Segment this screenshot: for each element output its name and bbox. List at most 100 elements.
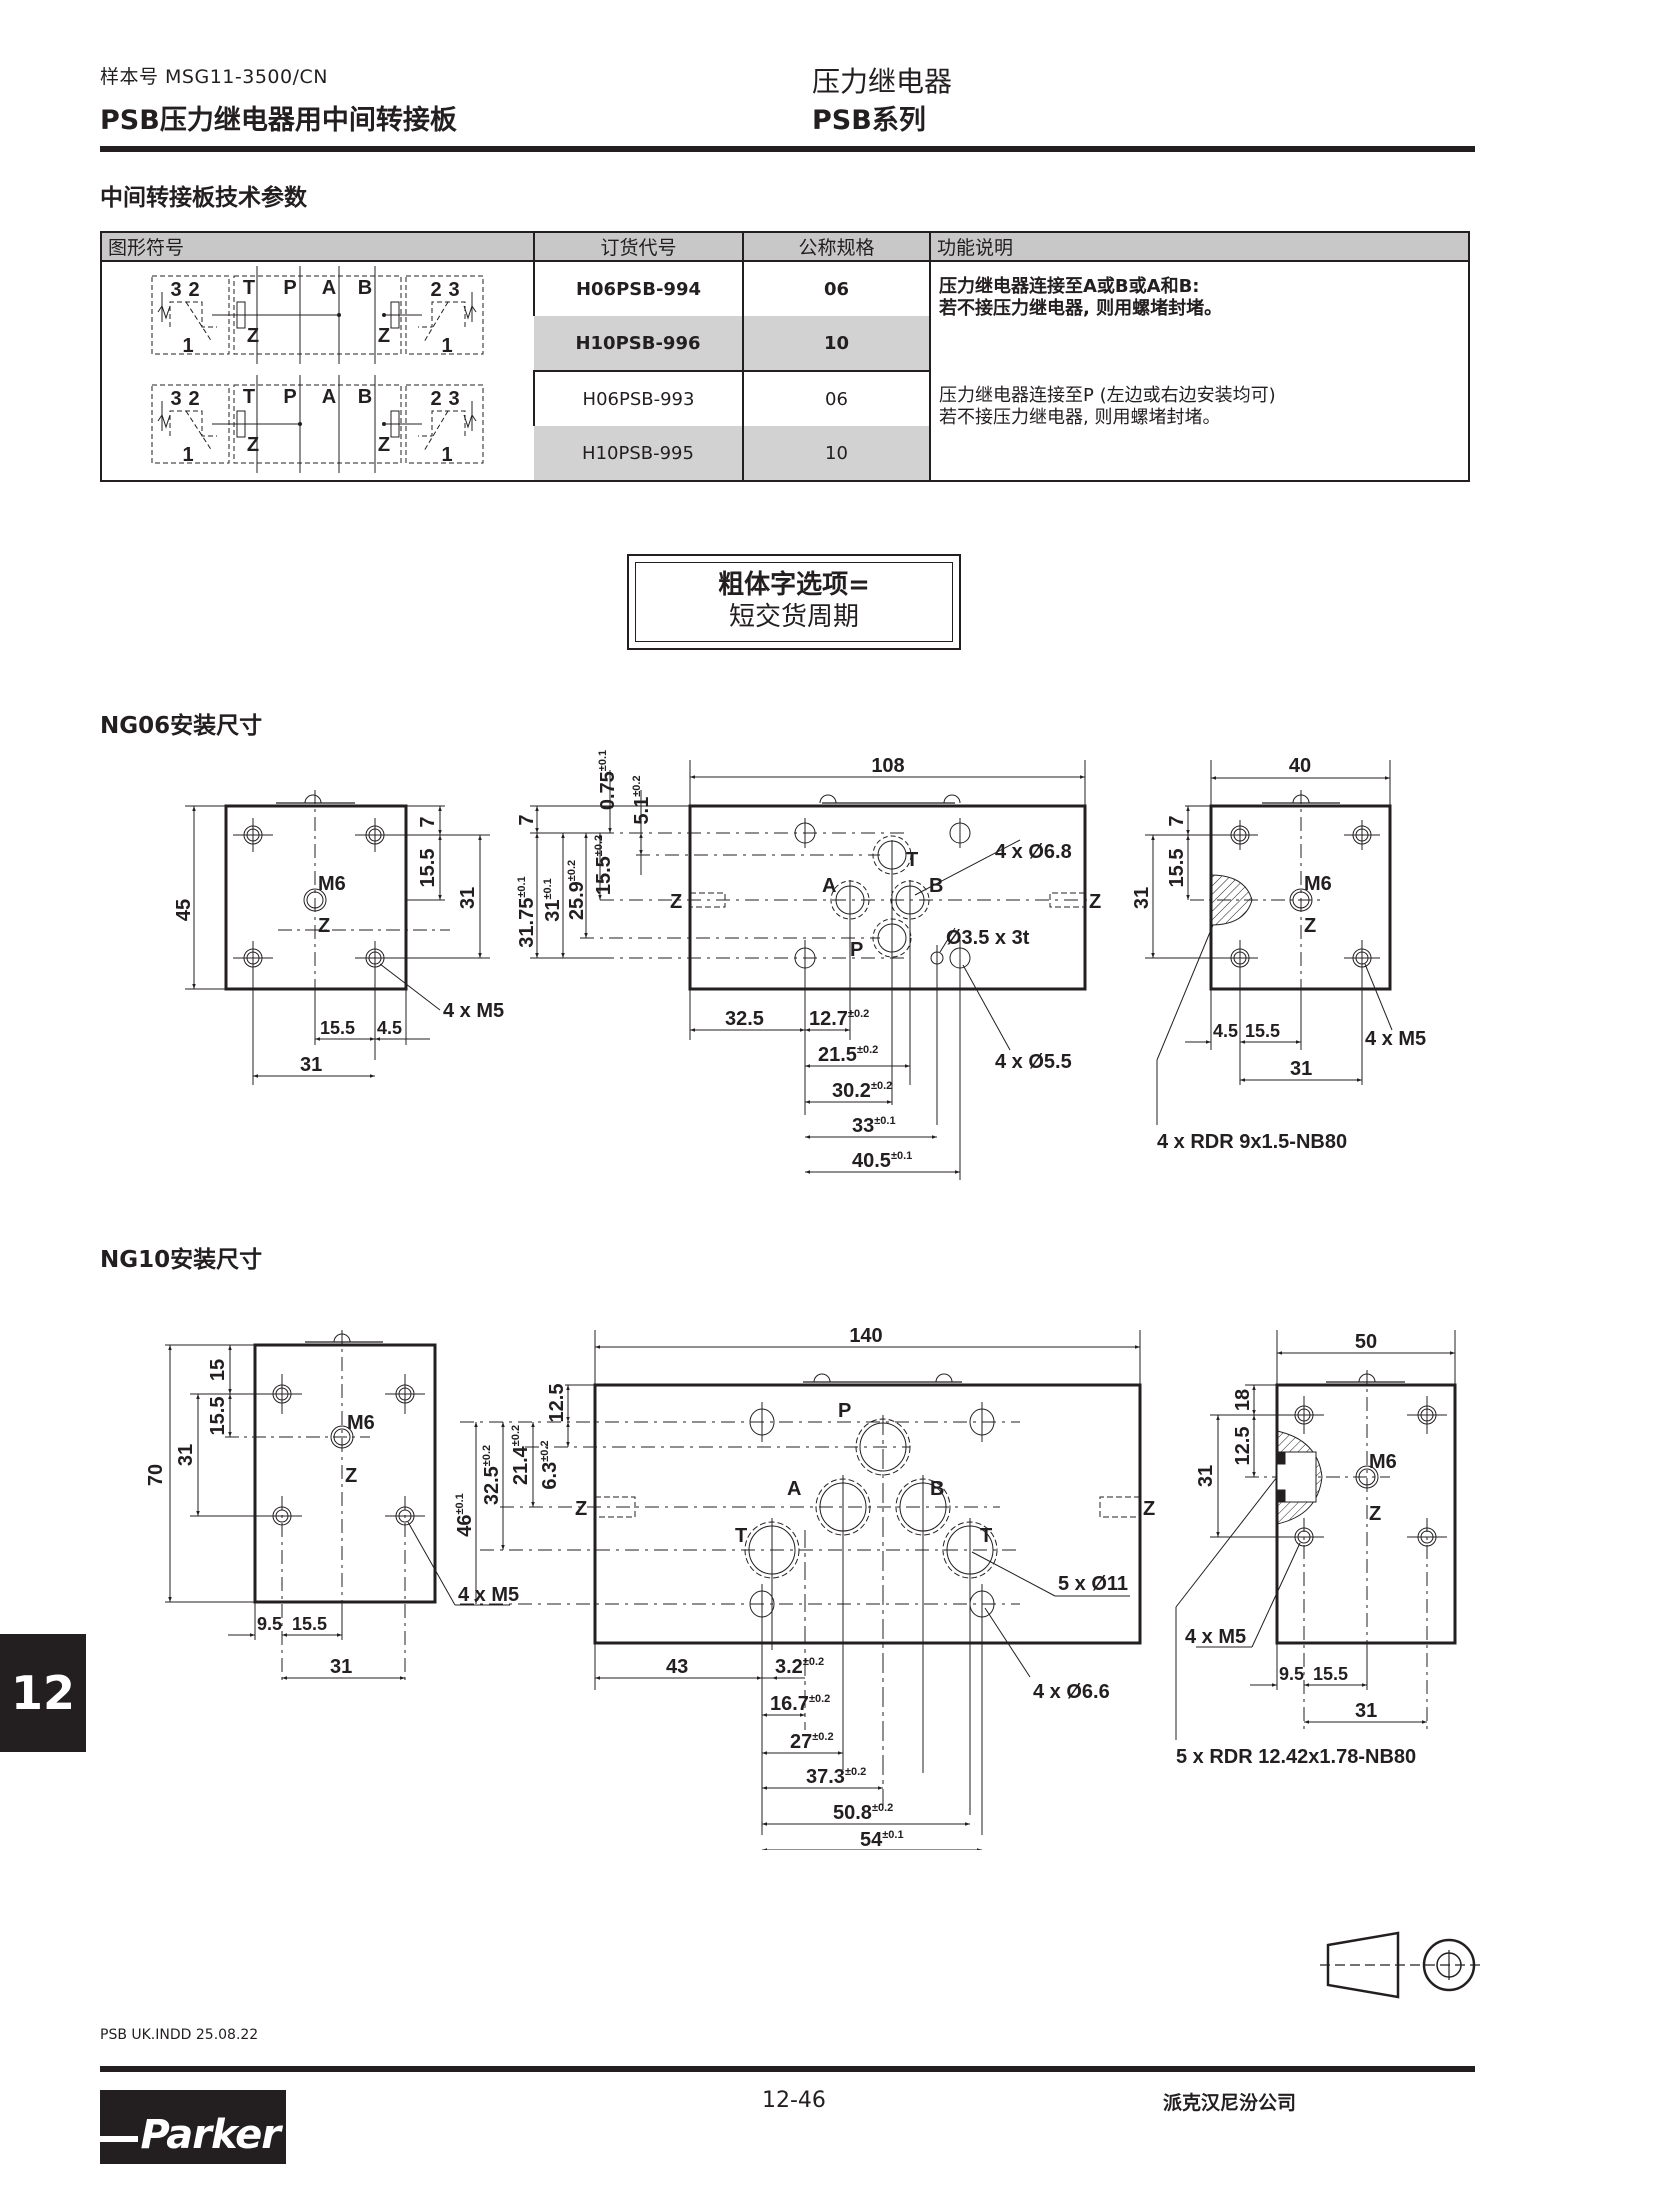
dim-label: 0.75±0.1 xyxy=(597,750,619,810)
hole-callout: 4 x M5 xyxy=(443,1000,504,1022)
port-number: 1 xyxy=(182,444,193,466)
port-number: 1 xyxy=(441,444,452,466)
tolerance: ±0.2 xyxy=(872,1802,893,1814)
dim-label: 12.5 xyxy=(546,1384,568,1423)
ng06-dimension-drawing: 45 7 15.5 31 M6 Z 15.5 4.5 31 4 x M5 108… xyxy=(173,750,1426,1180)
dim-label: 70 xyxy=(145,1464,167,1486)
mounting-hole xyxy=(233,818,273,852)
mounting-hole xyxy=(233,941,273,1010)
hole-callout: 4 x M5 xyxy=(1365,1028,1426,1050)
port-label-z: Z xyxy=(670,891,682,913)
dim-label: 12.7±0.2 xyxy=(809,1008,869,1030)
chapter-tab[interactable]: 12 xyxy=(0,1634,86,1752)
dim-value: 33 xyxy=(852,1115,874,1137)
port-t xyxy=(872,835,912,1080)
port-number: 2 xyxy=(430,279,441,301)
port-label-z: Z xyxy=(247,434,259,456)
dim-label: 18 xyxy=(1232,1389,1254,1411)
description-line: 若不接压力继电器, 则用螺堵封堵。 xyxy=(939,407,1221,428)
description-line: 若不接压力继电器, 则用螺堵封堵。 xyxy=(939,298,1223,319)
dim-label: 4.5 xyxy=(377,1018,402,1038)
tolerance: ±0.2 xyxy=(848,1008,869,1020)
dim-label: 7 xyxy=(516,814,538,825)
thread-label-m6: M6 xyxy=(1369,1451,1397,1473)
tolerance: ±0.2 xyxy=(812,1731,833,1743)
hole-callout: 4 x Ø5.5 xyxy=(995,1051,1072,1073)
dim-label: 40 xyxy=(1289,755,1311,777)
mounting-hole xyxy=(385,1496,425,1685)
tolerance: ±0.2 xyxy=(631,775,643,796)
dim-label: 31±0.1 xyxy=(542,878,564,922)
dim-label: 45 xyxy=(173,899,195,921)
ng06-front-view xyxy=(530,760,1090,1180)
tolerance: ±0.2 xyxy=(510,1425,522,1446)
dim-value: 3.2 xyxy=(775,1656,803,1678)
mounting-hole xyxy=(749,1584,775,1835)
mounting-hole xyxy=(969,1584,995,1835)
port-label-z: Z xyxy=(378,434,390,456)
dim-label: 33±0.1 xyxy=(852,1115,896,1137)
port-label-z: Z xyxy=(247,325,259,347)
junction-dot xyxy=(382,422,386,426)
short-delivery-notice: 粗体字选项= 短交货周期 xyxy=(627,554,961,650)
port-label-t: T xyxy=(735,1525,747,1547)
spec-section-title: 中间转接板技术参数 xyxy=(100,185,307,211)
port-label: B xyxy=(358,277,372,299)
dim-label: 12.5 xyxy=(1232,1427,1254,1466)
dim-value: 0.75 xyxy=(597,771,619,810)
tolerance: ±0.2 xyxy=(809,1693,830,1705)
dim-label: 5.1±0.2 xyxy=(631,775,653,824)
function-description-cell: 压力继电器连接至A或B或A和B: 若不接压力继电器, 则用螺堵封堵。 xyxy=(929,261,1469,371)
dim-label: 7 xyxy=(417,816,439,827)
dim-label: 31 xyxy=(1290,1058,1312,1080)
dim-label: 30.2±0.2 xyxy=(832,1080,892,1102)
port-label-z: Z xyxy=(378,325,390,347)
thread-label-m6: M6 xyxy=(318,873,346,895)
logo-text: Parker xyxy=(140,2112,281,2158)
port-label-t: T xyxy=(906,849,918,871)
dim-value: 46 xyxy=(454,1515,476,1537)
parker-logo: Parker xyxy=(100,2090,286,2164)
ng10-right-view xyxy=(1175,1330,1457,1740)
dim-label: 32.5 xyxy=(725,1008,764,1030)
tolerance: ±0.2 xyxy=(803,1656,824,1668)
dim-label: 54±0.1 xyxy=(860,1829,904,1850)
function-description-cell: 压力继电器连接至P (左边或右边安装均可) 若不接压力继电器, 则用螺堵封堵。 xyxy=(929,371,1469,481)
port-b xyxy=(895,1475,951,1773)
port-label: P xyxy=(283,386,296,408)
dim-value: 30.2 xyxy=(832,1080,871,1102)
mounting-hole xyxy=(949,818,971,848)
dim-value: 6.3 xyxy=(539,1462,561,1490)
hole-callout: 4 x M5 xyxy=(1185,1626,1246,1648)
ng10-section-title: NG10安装尺寸 xyxy=(100,1247,263,1273)
port-label-p: P xyxy=(838,1400,851,1422)
hole-callout: 5 x Ø11 xyxy=(1058,1573,1128,1595)
port-label-a: A xyxy=(787,1478,801,1500)
dim-label: 25.9±0.2 xyxy=(566,860,588,920)
dim-label: 7 xyxy=(1166,815,1188,826)
tolerance: ±0.2 xyxy=(871,1080,892,1092)
port-t xyxy=(942,1518,998,1815)
dim-label: 9.5 xyxy=(257,1614,282,1634)
port-number: 2 xyxy=(188,279,199,301)
ng06-section-title: NG06安装尺寸 xyxy=(100,713,263,739)
dim-label: 15.5 xyxy=(1245,1021,1280,1041)
port-label-z: Z xyxy=(318,915,330,937)
order-code-cell: H06PSB-994 xyxy=(533,261,743,316)
dim-value: 25.9 xyxy=(566,881,588,920)
dim-label: 15.5 xyxy=(320,1018,355,1038)
port-number: 3 xyxy=(448,388,459,410)
tolerance: ±0.2 xyxy=(539,1440,551,1461)
dim-label: 21.5±0.2 xyxy=(818,1044,878,1066)
dim-label: 31 xyxy=(1355,1700,1377,1722)
dim-label: 31 xyxy=(330,1656,352,1678)
hole-callout: Ø3.5 x 3t xyxy=(946,927,1030,949)
port-label: A xyxy=(322,386,336,408)
dim-label: 3.2±0.2 xyxy=(775,1656,824,1678)
mounting-hole xyxy=(1344,820,1380,850)
dim-label: 108 xyxy=(871,755,904,777)
spring-arrow-icon xyxy=(157,292,171,322)
